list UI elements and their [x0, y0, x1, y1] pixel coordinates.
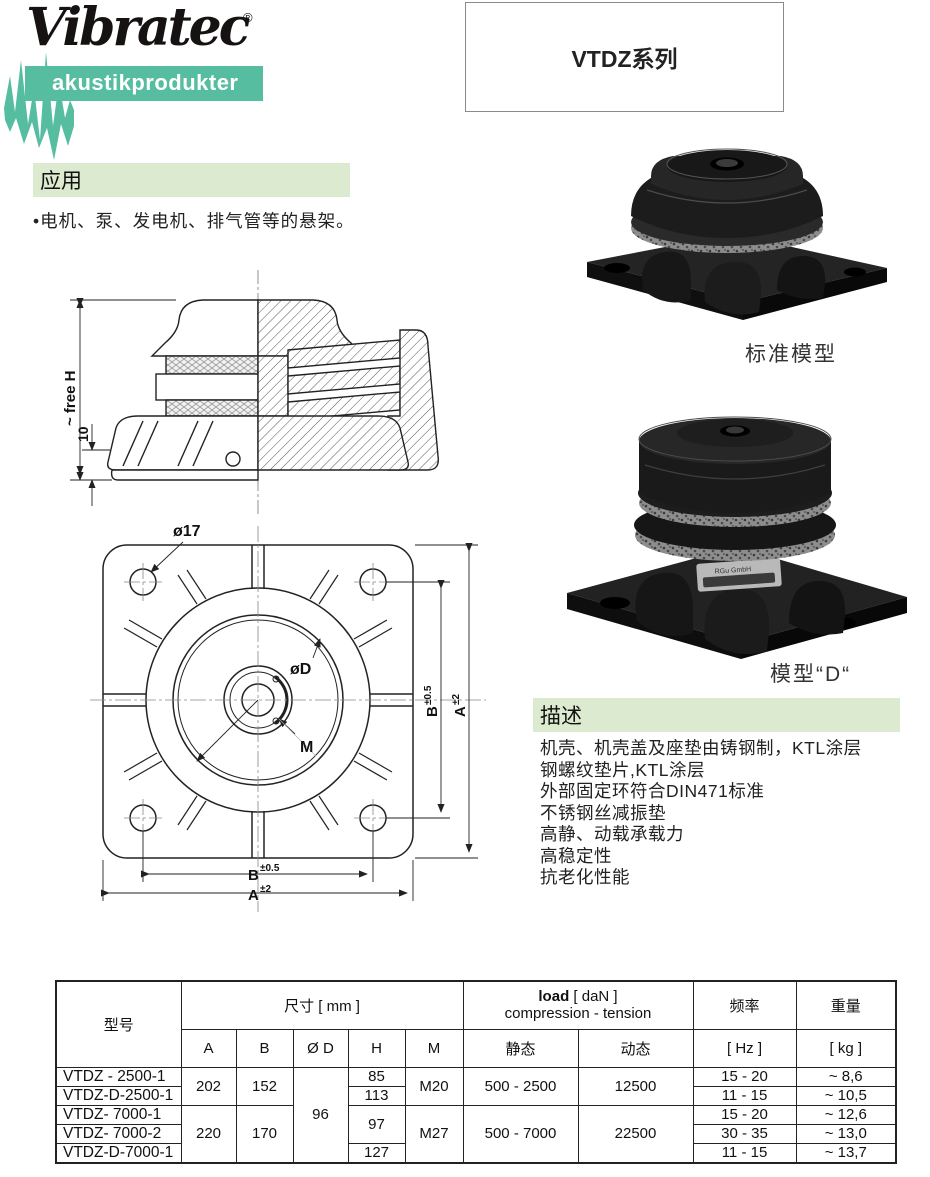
cell-m: M27	[404, 1104, 464, 1163]
table-row: VTDZ- 7000-2 30 - 35 ~ 13,0	[55, 1123, 897, 1144]
description-heading: 描述	[540, 705, 582, 728]
application-bullet: •电机、泵、发电机、排气管等的悬架。	[33, 211, 355, 231]
dim-b-bottom-tol: ±0.5	[260, 863, 280, 874]
cell-model: VTDZ - 2500-1	[55, 1066, 182, 1087]
cell-dynamic: 12500	[577, 1066, 694, 1106]
cell-model: VTDZ-D-7000-1	[55, 1142, 182, 1163]
description-line: 机壳、机壳盖及座垫由铸钢制，KTL涂层	[540, 738, 862, 758]
dim-b-side-tol: ±0.5	[423, 685, 434, 705]
spec-table: 型号 尺寸 [ mm ] load [ daN ] compression - …	[55, 980, 897, 1164]
application-heading: 应用	[40, 170, 82, 193]
load-subtitle: compression - tension	[504, 1005, 652, 1023]
application-heading-bar: 应用	[33, 163, 350, 197]
cell-weight: ~ 10,5	[795, 1085, 897, 1106]
top-view-drawing: ø17 øD M B ±0.5 A ±2 B ±0.5 A ±2	[90, 523, 486, 912]
description-line: 抗老化性能	[540, 867, 630, 887]
cell-freq: 15 - 20	[692, 1104, 797, 1125]
col-header-weight: 重量	[795, 980, 897, 1030]
series-title-box: VTDZ系列	[465, 2, 784, 112]
table-row: VTDZ-D-2500-1 113 11 - 15 ~ 10,5	[55, 1085, 897, 1106]
dim-a-bottom-tol: ±2	[260, 884, 271, 895]
col-header-d: Ø D	[292, 1028, 349, 1068]
description-line: 钢螺纹垫片,KTL涂层	[540, 759, 705, 780]
cell-static: 500 - 2500	[462, 1066, 579, 1106]
cell-b: 152	[235, 1066, 294, 1106]
description-line: 外部固定环符合DIN471标准	[540, 781, 765, 801]
brand-tagline: akustikprodukter	[52, 70, 239, 95]
model-d-caption: 模型“D“	[770, 663, 852, 686]
free-height-label: ~ free H	[62, 371, 79, 426]
table-row: VTDZ- 7000-1 220 170 97 M27 500 - 7000 2…	[55, 1104, 897, 1163]
dim-a-side: A	[452, 706, 469, 717]
dim-b-bottom: B	[248, 867, 259, 884]
brand-banner	[25, 66, 263, 101]
col-header-kg: [ kg ]	[795, 1028, 897, 1068]
base-thickness-label: 10	[75, 426, 91, 442]
col-group-dimensions: 尺寸 [ mm ]	[180, 980, 464, 1030]
description-line: 不锈钢丝减振垫	[540, 802, 666, 823]
photo-plate-text: RGu GmbH	[715, 566, 752, 576]
load-unit: [ daN ]	[569, 988, 618, 1006]
cell-a: 220	[180, 1104, 237, 1163]
cell-h: 113	[347, 1085, 406, 1106]
description-line: 高稳定性	[540, 845, 612, 866]
cell-b: 170	[235, 1104, 294, 1163]
cell-h: 127	[347, 1142, 406, 1163]
dim-a-bottom: A	[248, 887, 259, 904]
cell-weight: ~ 13,7	[795, 1142, 897, 1163]
series-title: VTDZ系列	[571, 46, 678, 72]
cell-m: M20	[404, 1066, 464, 1106]
cell-freq: 11 - 15	[692, 1085, 797, 1106]
dim-a-side-tol: ±2	[451, 694, 462, 705]
cell-freq: 15 - 20	[692, 1066, 797, 1087]
col-header-m: M	[404, 1028, 464, 1068]
waveform-icon	[4, 52, 74, 160]
model-d-photo: RGu GmbH	[567, 416, 907, 659]
col-header-b: B	[235, 1028, 294, 1068]
thread-label: M	[300, 739, 313, 756]
center-dia-label: øD	[290, 661, 311, 678]
cell-model: VTDZ- 7000-1	[55, 1104, 182, 1125]
col-header-static: 静态	[462, 1028, 579, 1068]
cell-freq: 30 - 35	[692, 1123, 797, 1144]
load-label: load	[538, 988, 570, 1006]
col-header-dynamic: 动态	[577, 1028, 694, 1068]
table-row: VTDZ - 2500-1 202 152 96 85 M20 500 - 25…	[55, 1066, 897, 1163]
cell-h: 85	[347, 1066, 406, 1087]
dim-b-side: B	[424, 706, 441, 717]
cell-dynamic: 22500	[577, 1104, 694, 1163]
cell-model: VTDZ-D-2500-1	[55, 1085, 182, 1106]
cell-a: 202	[180, 1066, 237, 1106]
cell-weight: ~ 13,0	[795, 1123, 897, 1144]
col-header-model: 型号	[55, 980, 182, 1068]
brand-logo-text: Vibratec	[26, 0, 250, 58]
cell-h: 97	[347, 1104, 406, 1144]
standard-model-photo	[587, 148, 887, 320]
col-group-load: load [ daN ] compression - tension	[462, 980, 694, 1030]
cell-static: 500 - 7000	[462, 1104, 579, 1163]
col-header-h: H	[347, 1028, 406, 1068]
cell-freq: 11 - 15	[692, 1142, 797, 1163]
cell-d: 96	[292, 1066, 349, 1163]
hole-dia-label: ø17	[173, 523, 201, 540]
side-view-drawing: ~ free H 10	[62, 270, 439, 516]
cell-weight: ~ 12,6	[795, 1104, 897, 1125]
cell-weight: ~ 8,6	[795, 1066, 897, 1087]
standard-model-caption: 标准模型	[745, 343, 837, 366]
col-header-a: A	[180, 1028, 237, 1068]
description-text: 机壳、机壳盖及座垫由铸钢制，KTL涂层 钢螺纹垫片,KTL涂层 外部固定环符合D…	[540, 738, 862, 889]
cell-model: VTDZ- 7000-2	[55, 1123, 182, 1144]
col-header-hz: [ Hz ]	[692, 1028, 797, 1068]
col-header-frequency: 频率	[692, 980, 797, 1030]
description-line: 高静、动载承载力	[540, 824, 684, 844]
table-row: VTDZ-D-7000-1 127 11 - 15 ~ 13,7	[55, 1142, 897, 1163]
registered-mark: ®	[243, 10, 253, 25]
description-heading-bar: 描述	[533, 698, 900, 732]
